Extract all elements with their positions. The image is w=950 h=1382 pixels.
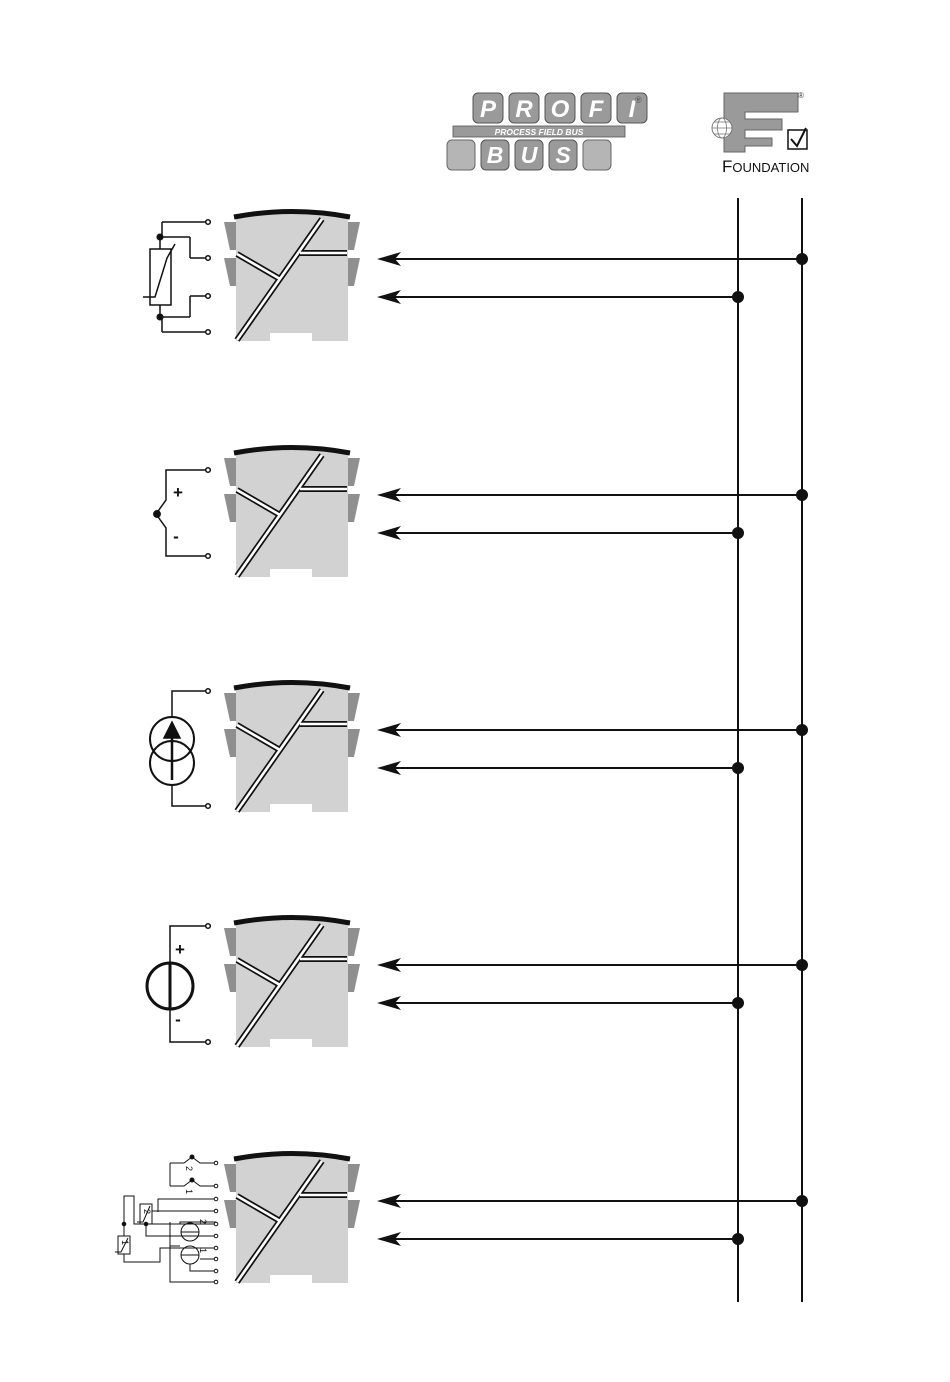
module-clip-left-bottom xyxy=(224,258,236,286)
bus-junction-upper xyxy=(796,253,808,265)
profibus-registered-mark: ® xyxy=(635,95,642,105)
profibus-band-text: PROCESS FIELD BUS xyxy=(495,127,584,137)
profibus-logo: P R O F I ® PROCESS FIELD BUS B U S xyxy=(447,93,647,170)
module-clip-right-bottom xyxy=(348,1200,360,1228)
bus-junction-lower xyxy=(732,291,744,303)
rtd-input-symbol xyxy=(143,220,210,335)
module-clip-left-bottom xyxy=(224,964,236,992)
bus-junction-upper xyxy=(796,724,808,736)
module-clip-left-top xyxy=(224,693,236,721)
module-clip-right-bottom xyxy=(348,729,360,757)
foundation-rest: OUNDATION xyxy=(732,160,809,175)
current-source-input-symbol xyxy=(150,689,210,809)
module-clip-right-top xyxy=(348,1164,360,1192)
globe-icon xyxy=(712,118,732,138)
transmitter-module-3 xyxy=(224,683,808,813)
module-clip-left-top xyxy=(224,458,236,486)
dual-current-2-label: 2 xyxy=(198,1219,208,1224)
module-clip-left-bottom xyxy=(224,494,236,522)
profibus-top-row: P R O F I xyxy=(473,93,647,123)
bus-junction-upper xyxy=(796,959,808,971)
module-clip-left-top xyxy=(224,928,236,956)
modules xyxy=(224,212,808,1284)
voltage-plus-label: + xyxy=(175,940,185,959)
foundation-first-letter: F xyxy=(722,157,732,176)
checkbox-check-icon xyxy=(788,128,807,149)
thermocouple-input-symbol xyxy=(154,468,211,559)
profibus-letter-b: B xyxy=(487,142,504,168)
bus-junction-lower xyxy=(732,997,744,1009)
thermocouple-plus-label: + xyxy=(173,483,183,502)
thermocouple-minus-label: - xyxy=(173,527,179,546)
dual-tc-1-label: 1 xyxy=(184,1189,194,1194)
dual-rtd-2-label: 2 xyxy=(142,1209,152,1214)
fieldbus-foundation-logo: ® FOUNDATION xyxy=(712,91,809,176)
foundation-registered-mark: ® xyxy=(798,91,804,100)
module-clip-left-bottom xyxy=(224,729,236,757)
bus-junction-upper xyxy=(796,489,808,501)
module-clip-right-top xyxy=(348,693,360,721)
profibus-letter-p: P xyxy=(480,96,497,123)
transmitter-module-5 xyxy=(224,1154,808,1284)
module-clip-right-top xyxy=(348,928,360,956)
transmitter-module-4 xyxy=(224,918,808,1048)
profibus-bottom-row: B U S xyxy=(447,140,611,170)
profibus-letter-r: R xyxy=(515,96,533,123)
profibus-letter-u: U xyxy=(521,142,539,168)
profibus-letter-o: O xyxy=(551,96,570,123)
profibus-letter-s: S xyxy=(555,142,571,168)
module-clip-left-top xyxy=(224,222,236,250)
module-clip-right-top xyxy=(348,458,360,486)
module-clip-left-top xyxy=(224,1164,236,1192)
dual-current-1-label: 1 xyxy=(198,1248,208,1253)
bus-junction-upper xyxy=(796,1195,808,1207)
module-clip-right-bottom xyxy=(348,258,360,286)
module-clip-left-bottom xyxy=(224,1200,236,1228)
bus-junction-lower xyxy=(732,762,744,774)
transmitter-module-1 xyxy=(224,212,808,342)
foundation-wordmark: FOUNDATION xyxy=(722,157,809,176)
voltage-minus-label: - xyxy=(175,1010,181,1029)
module-clip-right-bottom xyxy=(348,494,360,522)
bus-junction-lower xyxy=(732,1233,744,1245)
dual-rtd-1-label: 1 xyxy=(120,1240,130,1245)
profibus-letter-f: F xyxy=(589,96,605,123)
module-clip-right-bottom xyxy=(348,964,360,992)
bus-junction-lower xyxy=(732,527,744,539)
dual-tc-2-label: 2 xyxy=(184,1166,194,1171)
transmitter-module-2 xyxy=(224,448,808,578)
module-clip-right-top xyxy=(348,222,360,250)
